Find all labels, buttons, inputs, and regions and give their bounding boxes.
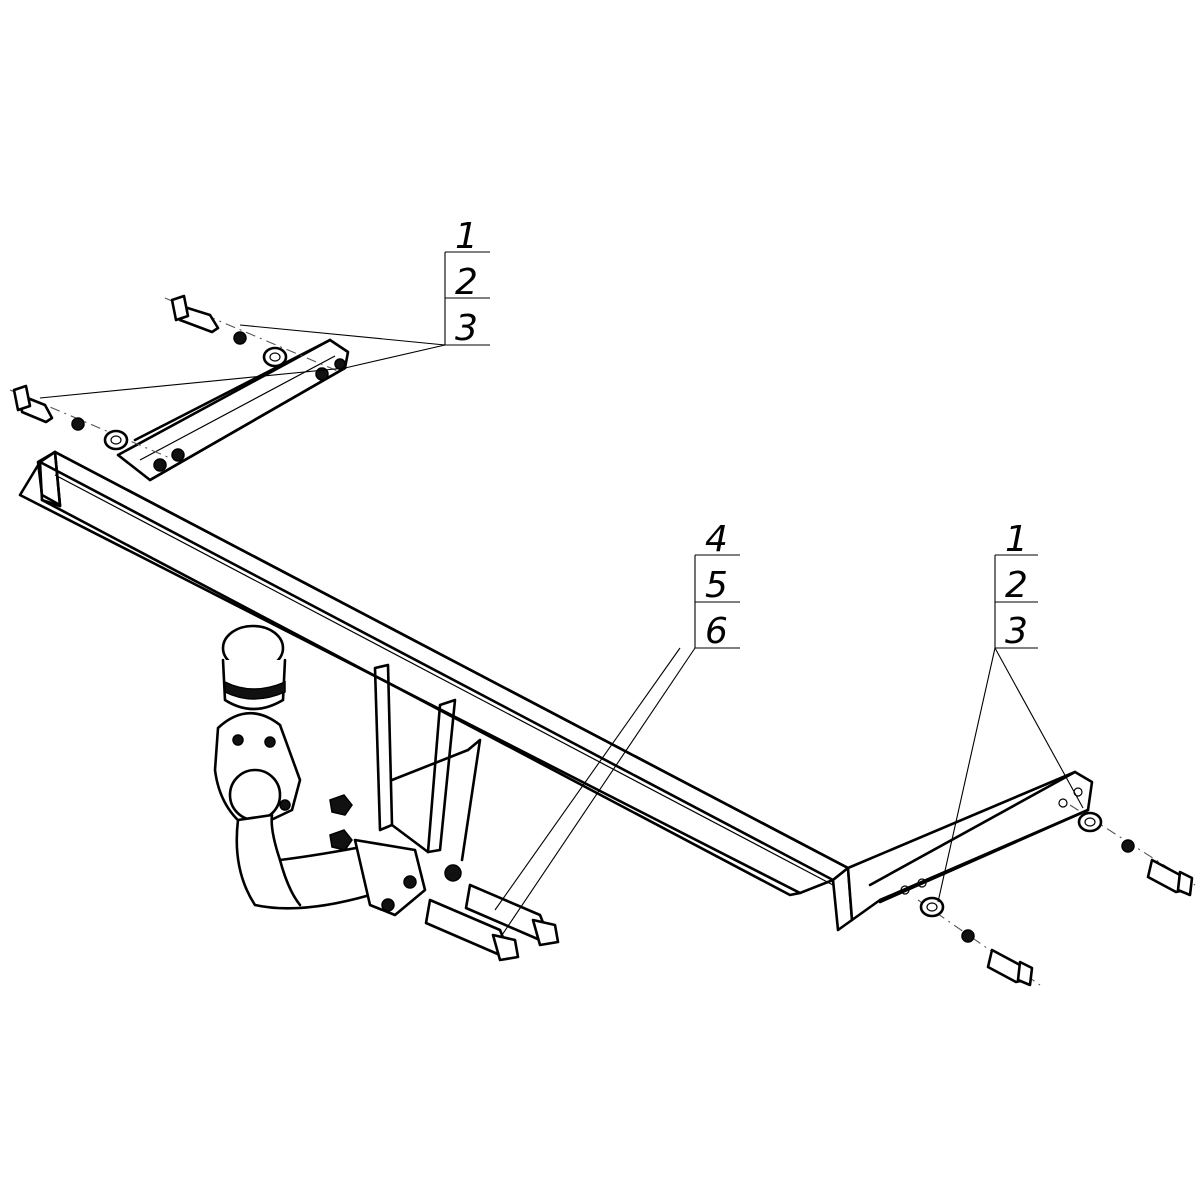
callout-label: 2 (1005, 565, 1028, 606)
tow-ball-assembly (213, 624, 427, 917)
callout-label: 1 (455, 216, 478, 257)
left-bottom-bolt-set (9, 384, 171, 459)
callout-label: 2 (455, 262, 478, 303)
right-mounting-bracket (846, 770, 1094, 922)
callout-label: 5 (705, 565, 728, 606)
callout-label: 6 (705, 611, 728, 652)
callout-right: 1 2 3 (937, 519, 1084, 903)
callout-label: 3 (455, 308, 478, 349)
callout-label: 3 (1005, 611, 1028, 652)
right-bottom-bolt-set (917, 896, 1041, 987)
cross-beam (18, 450, 854, 932)
center-bracket (373, 663, 482, 862)
right-top-bolt-set (1069, 804, 1196, 897)
left-top-bolt-set (164, 294, 341, 373)
callout-middle: 4 5 6 (494, 519, 740, 939)
left-mounting-bracket (116, 338, 350, 482)
center-bolts (329, 794, 560, 962)
callout-label: 1 (1005, 519, 1028, 560)
callout-label: 4 (705, 519, 728, 560)
callout-top-left: 1 2 3 (39, 216, 490, 399)
